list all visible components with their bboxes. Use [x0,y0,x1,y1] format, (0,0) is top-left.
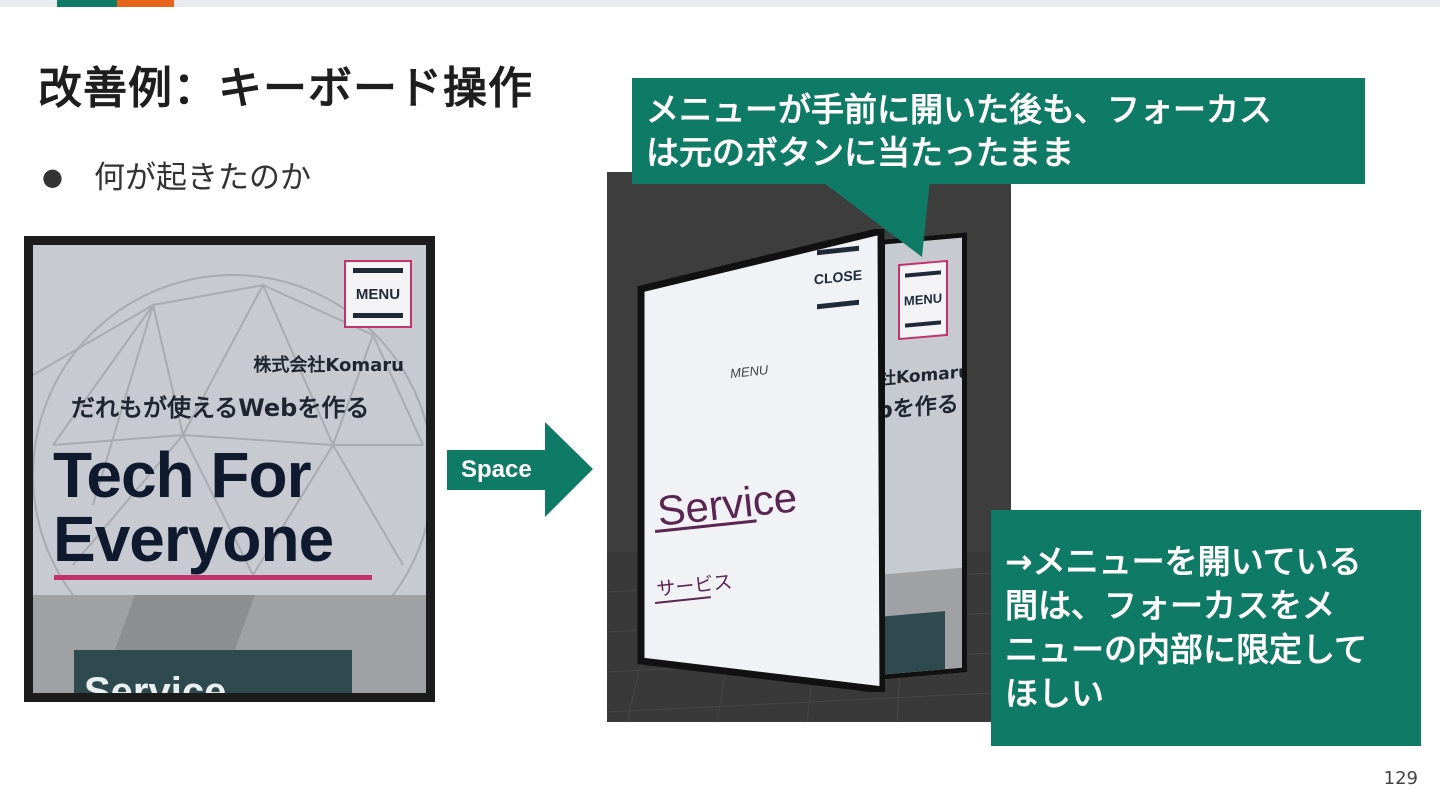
geodesic-background [33,274,426,595]
accent-green-segment [57,0,117,7]
focused-menu-button[interactable]: MENU [898,259,948,341]
menu-button[interactable]: MENU [344,260,412,328]
top-accent-bar [0,0,1440,7]
service-card-label: Service [84,670,227,693]
focused-menu-label: MENU [903,290,943,309]
back-service-card [885,611,945,677]
callout-bottom-line-1: →メニューを開いている [1005,542,1362,581]
menu-overlay-layer [637,229,885,692]
space-key-arrow-icon [447,422,593,517]
back-company-name: 社Komaru [880,361,967,390]
close-bar-icon [817,299,859,310]
callout-focus-stays: メニューが手前に開いた後も、フォーカス は元のボタンに当たったまま [632,78,1365,184]
tagline: だれもが使えるWebを作る [71,394,370,422]
menu-bar-icon [905,270,941,278]
callout-focus-trap: →メニューを開いている 間は、フォーカスをメ ニューの内部に限定して ほしい [991,510,1421,746]
menu-bar-icon [353,313,403,318]
close-button-label: CLOSE [813,266,863,288]
close-button[interactable]: CLOSE [813,241,863,316]
callout-bottom-line-2: 間は、フォーカスをメ [1005,586,1335,625]
callout-bottom-text: →メニューを開いている 間は、フォーカスをメ ニューの内部に限定して ほしい [1005,540,1367,716]
accent-orange-segment [117,0,174,7]
bullet-item: ● 何が起きたのか [42,152,311,197]
callout-bottom-line-3: ニューの内部に限定して [1005,630,1368,669]
phone-screenshot: Service MENU 株式会社Komaru だれもが使えるWebを作る Te… [24,236,435,702]
page-number: 129 [1383,768,1418,789]
menu-button-label: MENU [355,286,401,303]
phone-screen: Service MENU 株式会社Komaru だれもが使えるWebを作る Te… [33,245,426,693]
slide-title: 改善例：キーボード操作 [38,63,533,114]
back-tagline: bを作る [880,391,959,425]
hero-heading: Tech For Everyone [53,439,334,575]
callout-top-line-2: は元のボタンに当たったまま [646,133,1075,172]
close-bar-icon [817,245,859,256]
hero-line-2: Everyone [53,503,334,575]
callout-bottom-line-4: ほしい [1005,674,1104,713]
hero-underline [54,575,372,580]
menu-bar-icon [905,320,941,328]
bullet-icon: ● [42,163,63,191]
callout-top-line-1: メニューが手前に開いた後も、フォーカス [646,90,1273,129]
hero-line-1: Tech For [53,439,312,511]
service-card[interactable]: Service [74,650,352,693]
space-key-label: Space [461,456,532,483]
company-name: 株式会社Komaru [253,355,404,376]
menu-bar-icon [353,268,403,273]
callout-top-text: メニューが手前に開いた後も、フォーカス は元のボタンに当たったまま [646,88,1272,174]
bullet-text: 何が起きたのか [94,160,311,196]
menu-overlay-frame [637,229,885,692]
